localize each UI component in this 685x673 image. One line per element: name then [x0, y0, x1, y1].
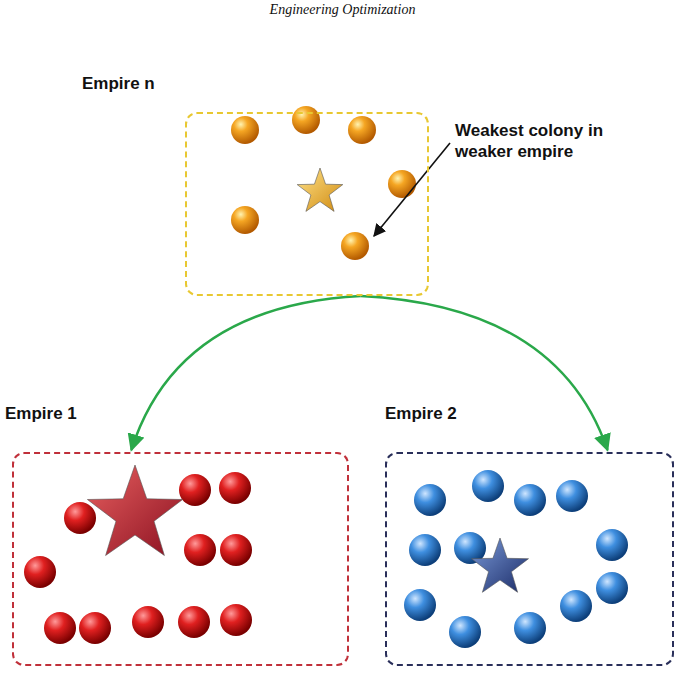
colony-ball — [556, 480, 588, 512]
colony-ball — [231, 116, 259, 144]
colony-ball — [179, 474, 211, 506]
colony-ball — [388, 170, 416, 198]
colony-ball — [44, 612, 76, 644]
empire-group: Empire n — [82, 74, 429, 296]
imperialist-star — [472, 538, 529, 592]
colony-ball — [514, 612, 546, 644]
empire-box — [12, 452, 349, 666]
colony-ball — [79, 612, 111, 644]
colony-ball — [24, 556, 56, 588]
running-head: Engineering Optimization — [0, 2, 685, 18]
colony-ball — [414, 484, 446, 516]
colony-ball — [231, 206, 259, 234]
migration-arrow — [361, 296, 608, 450]
colony-ball — [132, 606, 164, 638]
colony-ball — [220, 604, 252, 636]
empire-box — [185, 112, 429, 296]
empire-heading: Empire 1 — [5, 404, 77, 424]
colony-ball — [219, 472, 251, 504]
colony-ball — [409, 534, 441, 566]
colony-ball — [64, 502, 96, 534]
colony-ball — [472, 470, 504, 502]
colony-ball — [596, 572, 628, 604]
empire-group: Empire 2 — [385, 404, 674, 666]
colony-ball — [341, 232, 369, 260]
colony-ball — [178, 606, 210, 638]
empire-group: Empire 1 — [5, 404, 349, 666]
colony-ball — [220, 534, 252, 566]
colony-ball — [514, 484, 546, 516]
imperialist-star — [87, 465, 182, 556]
empire-heading: Empire 2 — [385, 404, 457, 424]
colony-ball — [560, 590, 592, 622]
leader-line — [374, 143, 450, 236]
colony-ball — [404, 589, 436, 621]
empire-heading: Empire n — [82, 74, 155, 94]
callout-text: Weakest colony in weaker empire — [455, 120, 655, 162]
colony-ball — [292, 106, 320, 134]
colony-ball — [348, 116, 376, 144]
colony-ball — [596, 529, 628, 561]
colony-ball — [184, 534, 216, 566]
colony-ball — [449, 616, 481, 648]
migration-arrow — [131, 296, 360, 450]
imperialist-star — [297, 168, 343, 211]
empire-box — [385, 452, 674, 666]
